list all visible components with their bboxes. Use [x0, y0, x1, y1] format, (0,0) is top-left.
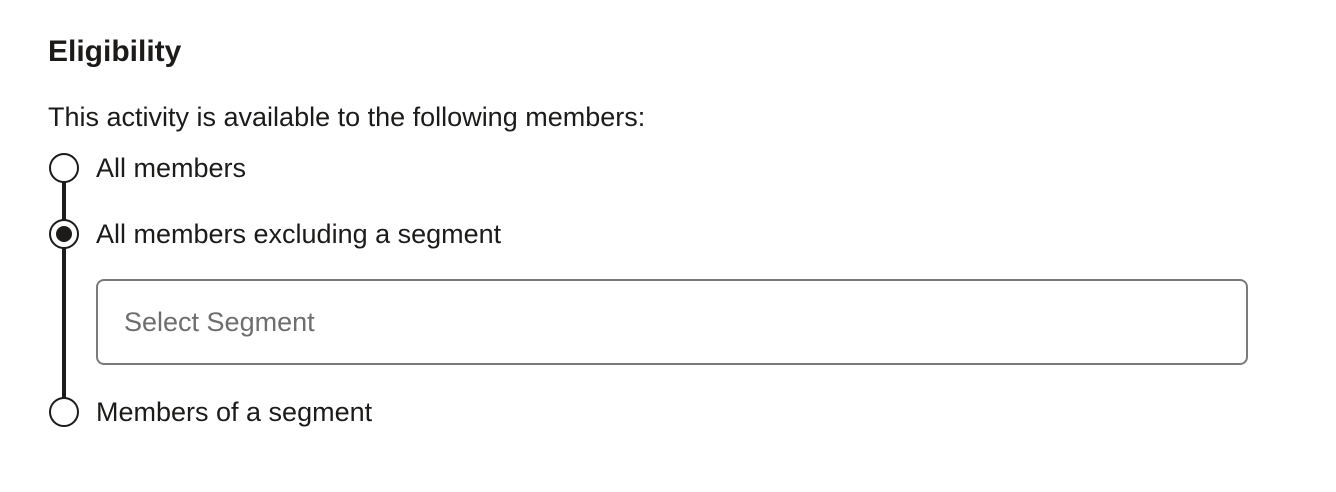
radio-option-all-members-excluding-segment[interactable]: All members excluding a segment	[49, 219, 501, 249]
radio-button-icon[interactable]	[49, 153, 79, 183]
radio-option-all-members[interactable]: All members	[49, 153, 246, 183]
section-description: This activity is available to the follow…	[48, 102, 646, 132]
radio-option-label: All members	[96, 153, 247, 183]
section-title: Eligibility	[48, 35, 182, 68]
radio-option-label: Members of a segment	[96, 397, 373, 427]
radio-button-icon[interactable]	[49, 219, 79, 249]
radio-option-members-of-segment[interactable]: Members of a segment	[49, 397, 372, 427]
radio-selected-dot-icon	[56, 226, 72, 242]
radio-connector-line	[62, 168, 66, 412]
radio-button-icon[interactable]	[49, 397, 79, 427]
radio-option-label: All members excluding a segment	[96, 219, 502, 249]
segment-select-input[interactable]	[96, 279, 1248, 365]
